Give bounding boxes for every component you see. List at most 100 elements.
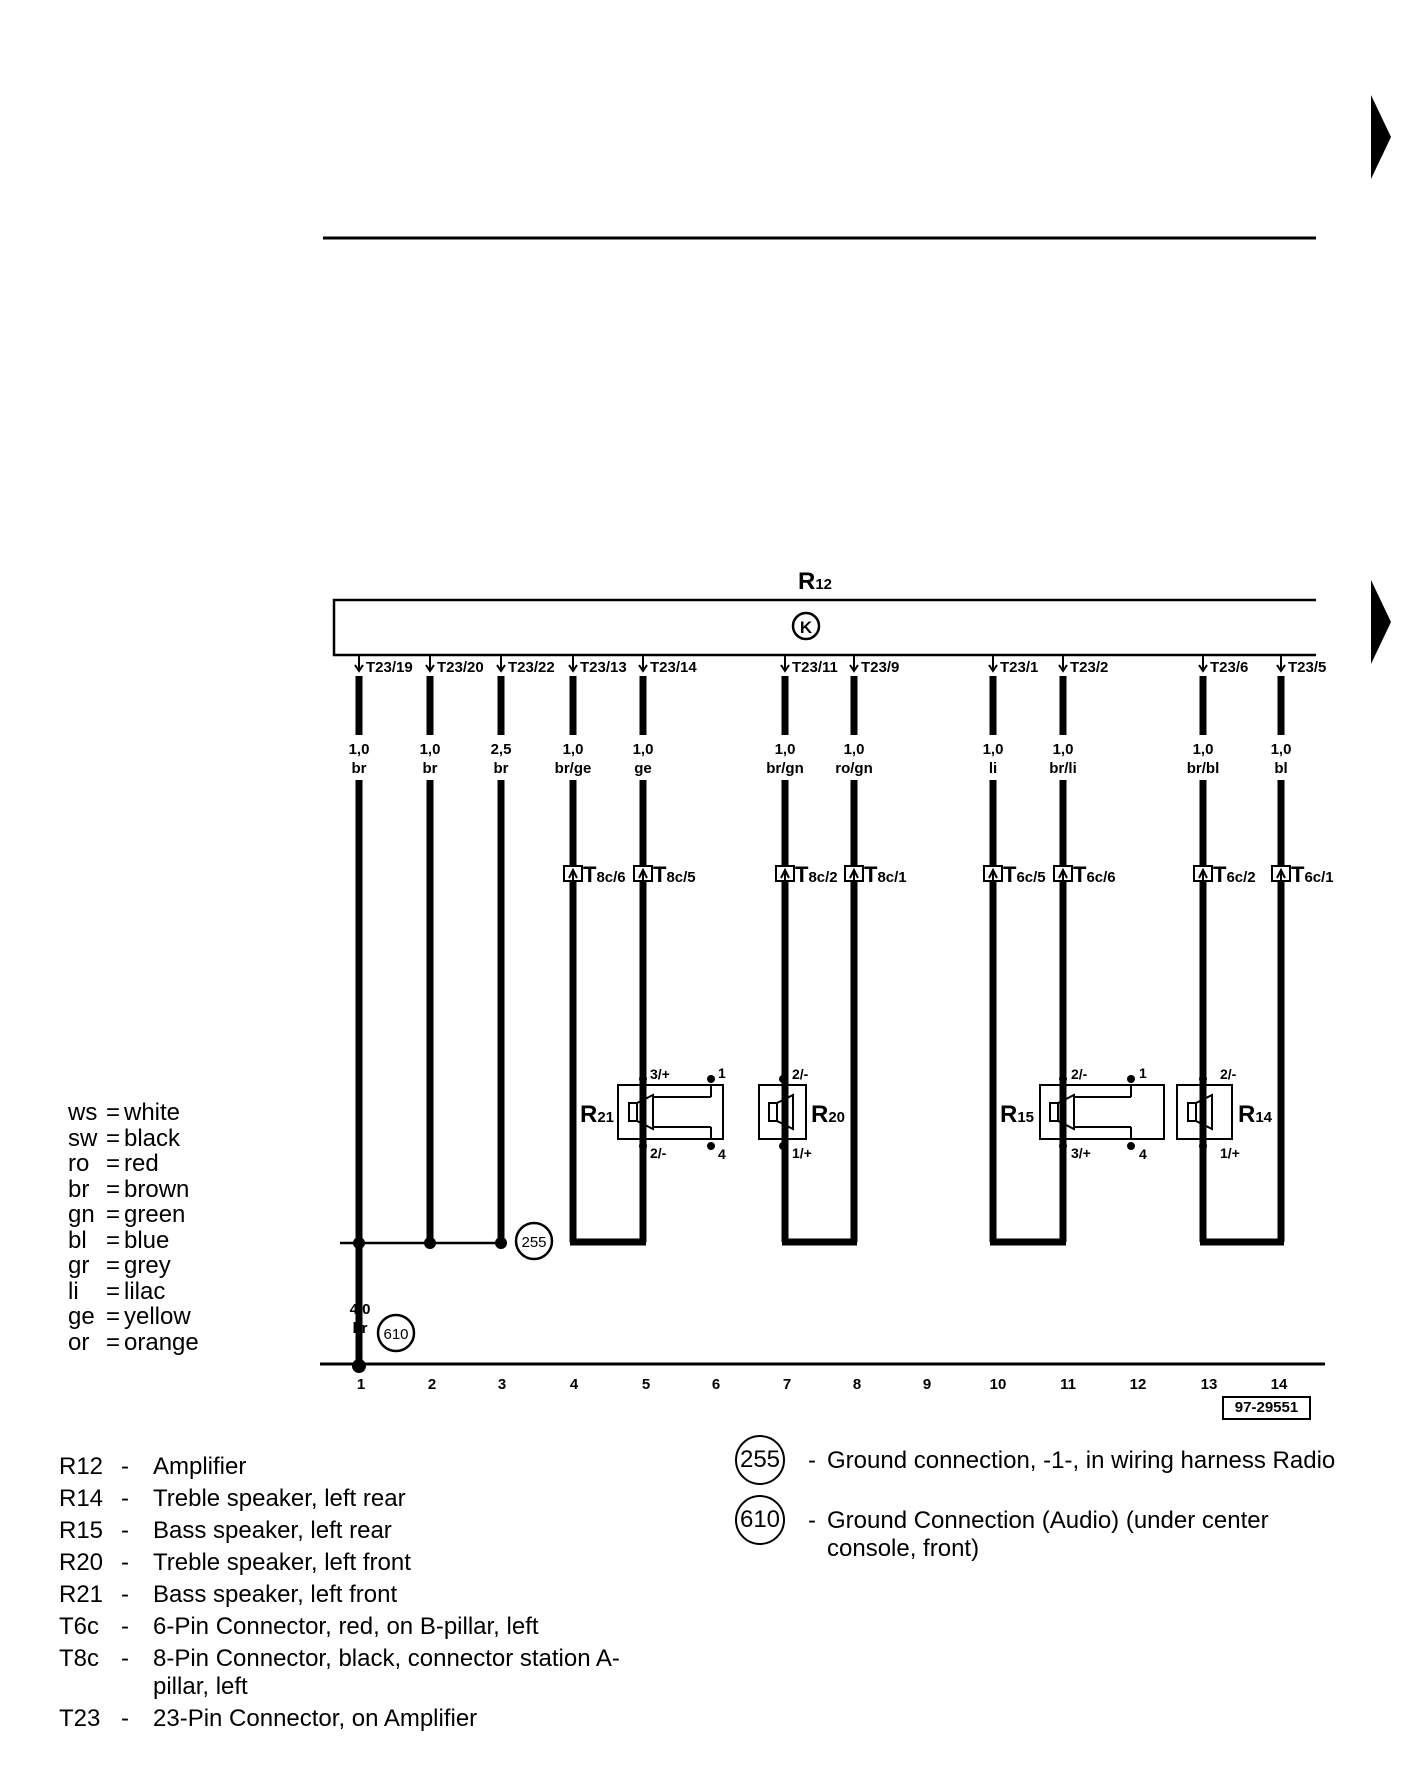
wire-gauge: 1,0 bbox=[349, 741, 370, 758]
wire-gauge: 2,5 bbox=[491, 741, 512, 758]
speaker-cone-icon bbox=[776, 1093, 794, 1131]
ground-legend-row: 610 - Ground Connection (Audio) (under c… bbox=[735, 1495, 1395, 1563]
terminal-label: T23/19 bbox=[366, 659, 413, 676]
amplifier-label: R12 bbox=[798, 568, 832, 595]
wire-specs: 1,0br1,0br2,5br1,0br/ge1,0ge1,0br/gn1,0r… bbox=[349, 741, 1292, 777]
wire-gauge: 1,0 bbox=[983, 741, 1004, 758]
terminal-label: T23/13 bbox=[580, 659, 627, 676]
color-code-row: br=brown bbox=[68, 1175, 190, 1203]
speaker-cone-icon bbox=[636, 1093, 654, 1131]
wire-color: bl bbox=[1274, 760, 1287, 777]
junction-dot bbox=[424, 1237, 436, 1249]
next-page-arrow-icon[interactable] bbox=[1371, 95, 1391, 179]
wire-color: br bbox=[494, 760, 509, 777]
ground-610-marker bbox=[376, 1313, 416, 1353]
terminal-arrow-icon bbox=[849, 656, 859, 673]
speaker-r21: R21 3/+ 2/- 1 4 bbox=[580, 1065, 726, 1162]
wire-gauge: 1,0 bbox=[1193, 741, 1214, 758]
svg-text:4: 4 bbox=[718, 1146, 726, 1162]
junction-dot bbox=[352, 1359, 366, 1373]
track-number: 12 bbox=[1130, 1376, 1147, 1393]
color-code-row: li=lilac bbox=[68, 1277, 166, 1305]
terminal-label: T23/6 bbox=[1210, 659, 1248, 676]
svg-text:1: 1 bbox=[1139, 1065, 1147, 1081]
svg-text:3/+: 3/+ bbox=[1071, 1145, 1091, 1161]
svg-text:R21: R21 bbox=[580, 1101, 614, 1128]
connector-arrow-icon bbox=[1198, 867, 1208, 881]
color-code-row: gr=grey bbox=[68, 1252, 171, 1279]
terminal-arrow-icon bbox=[638, 656, 648, 673]
speaker-icon bbox=[768, 1102, 778, 1122]
terminal-arrow-icon bbox=[780, 656, 790, 673]
ground-legend-row: 255 - Ground connection, -1-, in wiring … bbox=[735, 1435, 1395, 1485]
track-number: 10 bbox=[990, 1376, 1007, 1393]
wire-gauge: 1,0 bbox=[1271, 741, 1292, 758]
terminal-arrow-icon bbox=[1058, 656, 1068, 673]
speaker-r15: R15 2/- 3/+ 1 4 bbox=[1000, 1065, 1165, 1162]
terminal-label: T23/22 bbox=[508, 659, 555, 676]
legend-row: R12-Amplifier bbox=[59, 1453, 247, 1480]
wire-color: br/gn bbox=[766, 760, 804, 777]
svg-text:4: 4 bbox=[1139, 1146, 1147, 1162]
junction-dot bbox=[495, 1237, 507, 1249]
svg-text:1/+: 1/+ bbox=[1220, 1145, 1240, 1161]
svg-text:R15: R15 bbox=[1000, 1101, 1034, 1128]
ground-wire-color: br bbox=[353, 1320, 368, 1337]
connector-label: T8c/6 bbox=[583, 862, 626, 887]
wire-color: li bbox=[989, 760, 997, 777]
wire-gauge: 1,0 bbox=[1053, 741, 1074, 758]
speaker-cone-icon bbox=[1195, 1093, 1213, 1131]
svg-text:1: 1 bbox=[718, 1065, 726, 1081]
wire-color: br bbox=[423, 760, 438, 777]
color-code-row: ge=yellow bbox=[68, 1303, 191, 1330]
connector-arrow-icon bbox=[638, 867, 648, 881]
speaker-r20: R20 2/- 1/+ bbox=[758, 1066, 845, 1161]
amplifier-symbol: K bbox=[800, 618, 813, 637]
connector-label: T6c/6 bbox=[1073, 862, 1116, 887]
connector-arrow-icon bbox=[1276, 867, 1286, 881]
connector-arrow-icon bbox=[780, 867, 790, 881]
color-code-row: ro=red bbox=[68, 1150, 159, 1177]
color-code-legend: ws=white sw=black ro=red br=brown gn=gre… bbox=[68, 1100, 199, 1355]
track-number: 14 bbox=[1271, 1376, 1288, 1393]
connector-arrow-icon bbox=[849, 867, 859, 881]
ground-255-label: 255 bbox=[521, 1234, 546, 1251]
color-code-row: gn=green bbox=[68, 1201, 186, 1228]
continue-arrow-icon[interactable] bbox=[1371, 580, 1391, 664]
legend-row: T6c-6-Pin Connector, red, on B-pillar, l… bbox=[59, 1613, 539, 1640]
terminal-arrow-icon bbox=[354, 656, 364, 673]
connector-label: T8c/5 bbox=[653, 862, 696, 887]
speaker-r14: R14 2/- 1/+ bbox=[1176, 1066, 1273, 1161]
component-legend: R12-Amplifier R14-Treble speaker, left r… bbox=[59, 1453, 633, 1737]
legend-row: R21-Bass speaker, left front bbox=[59, 1581, 398, 1608]
wire-gauge: 1,0 bbox=[420, 741, 441, 758]
terminal-arrow-icon bbox=[988, 656, 998, 673]
ground-610-label: 610 bbox=[383, 1326, 408, 1343]
svg-text:2/-: 2/- bbox=[792, 1066, 809, 1082]
terminal-label: T23/11 bbox=[792, 659, 838, 676]
svg-text:R14: R14 bbox=[1238, 1101, 1273, 1128]
color-code-row: bl=blue bbox=[68, 1226, 170, 1254]
connector-arrow-icon bbox=[988, 867, 998, 881]
amplifier-symbol-icon bbox=[791, 611, 821, 641]
ground-255-marker bbox=[514, 1221, 554, 1261]
junction-dot bbox=[353, 1237, 365, 1249]
ground-255-icon: 255 bbox=[735, 1435, 785, 1485]
wire-gauge: 1,0 bbox=[775, 741, 796, 758]
color-code-row: or=orange bbox=[68, 1328, 199, 1356]
connector-label: T8c/1 bbox=[864, 862, 907, 887]
reference-number: 97-29551 bbox=[1222, 1396, 1311, 1420]
legend-row: T23-23-Pin Connector, on Amplifier bbox=[59, 1705, 478, 1732]
terminal-label: T23/20 bbox=[437, 659, 484, 676]
track-number: 13 bbox=[1201, 1376, 1218, 1393]
wire-color: br/li bbox=[1049, 760, 1077, 777]
connector-arrow-icon bbox=[1058, 867, 1068, 881]
svg-text:2/-: 2/- bbox=[650, 1145, 667, 1161]
legend-row: R20-Treble speaker, left front bbox=[59, 1549, 411, 1576]
connector-arrow-icon bbox=[568, 867, 578, 881]
terminal-arrow-icon bbox=[568, 656, 578, 673]
connector-label: T6c/5 bbox=[1003, 862, 1046, 887]
terminal-label: T23/9 bbox=[861, 659, 899, 676]
